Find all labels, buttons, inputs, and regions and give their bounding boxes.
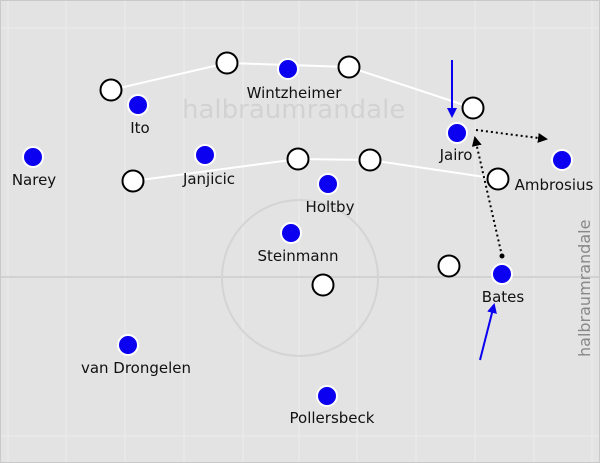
player-marker <box>317 173 339 195</box>
run-arrow-bottom <box>479 303 497 361</box>
center-circle <box>221 199 379 357</box>
player-ito: Ito <box>127 94 150 137</box>
opponent-marker <box>437 254 461 278</box>
player-wintzheimer: Wintzheimer <box>247 58 343 102</box>
player-marker <box>117 334 139 356</box>
player-label: van Drongelen <box>81 359 191 377</box>
player-narey: Narey <box>12 146 56 189</box>
pass-arrow-vertical <box>471 136 503 257</box>
player-label: Pollersbeck <box>290 409 375 427</box>
player-marker <box>491 263 513 285</box>
player-steinmann: Steinmann <box>257 222 339 265</box>
player-holtby: Holtby <box>306 173 355 216</box>
player-ambrosius: Ambrosius <box>515 149 594 194</box>
player-marker <box>551 149 573 171</box>
pass-arrow-horizontal <box>475 129 548 143</box>
pass-origin-dot <box>499 253 505 259</box>
player-marker <box>22 146 44 168</box>
watermark-center: halbraumrandale <box>182 95 405 125</box>
link-mid-chain <box>132 157 499 182</box>
opponent-marker <box>121 169 145 193</box>
player-van-drongelen: van Drongelen <box>81 334 191 377</box>
player-pollersbeck: Pollersbeck <box>290 385 375 427</box>
player-label: Steinmann <box>257 247 338 265</box>
player-bates: Bates <box>482 263 525 306</box>
opponent-marker <box>358 148 382 172</box>
player-label: Jairo <box>439 146 473 164</box>
player-marker <box>194 144 216 166</box>
player-marker <box>316 385 338 407</box>
player-label: Janjicic <box>182 170 235 188</box>
opponent-marker <box>99 78 123 102</box>
opponents <box>99 51 510 297</box>
opponent-marker <box>337 55 361 79</box>
player-jairo: Jairo <box>439 122 473 164</box>
opponent-marker <box>286 147 310 171</box>
player-marker <box>446 122 468 144</box>
watermark-side: halbraumrandale <box>575 220 594 357</box>
opponent-marker <box>461 96 485 120</box>
player-label: Ito <box>130 119 149 137</box>
player-label: Ambrosius <box>515 176 594 194</box>
opponent-marker <box>486 167 510 191</box>
opponent-marker <box>215 51 239 75</box>
team-blue: Wintzheimer Ito Jairo Narey Janjicic Hol… <box>12 58 594 427</box>
player-marker <box>280 222 302 244</box>
player-label: Bates <box>482 288 525 306</box>
player-janjicic: Janjicic <box>182 144 235 188</box>
opponent-marker <box>311 273 335 297</box>
player-label: Wintzheimer <box>247 84 343 102</box>
player-label: Narey <box>12 171 56 189</box>
player-marker <box>277 58 299 80</box>
player-marker <box>127 94 149 116</box>
player-label: Holtby <box>306 198 355 216</box>
